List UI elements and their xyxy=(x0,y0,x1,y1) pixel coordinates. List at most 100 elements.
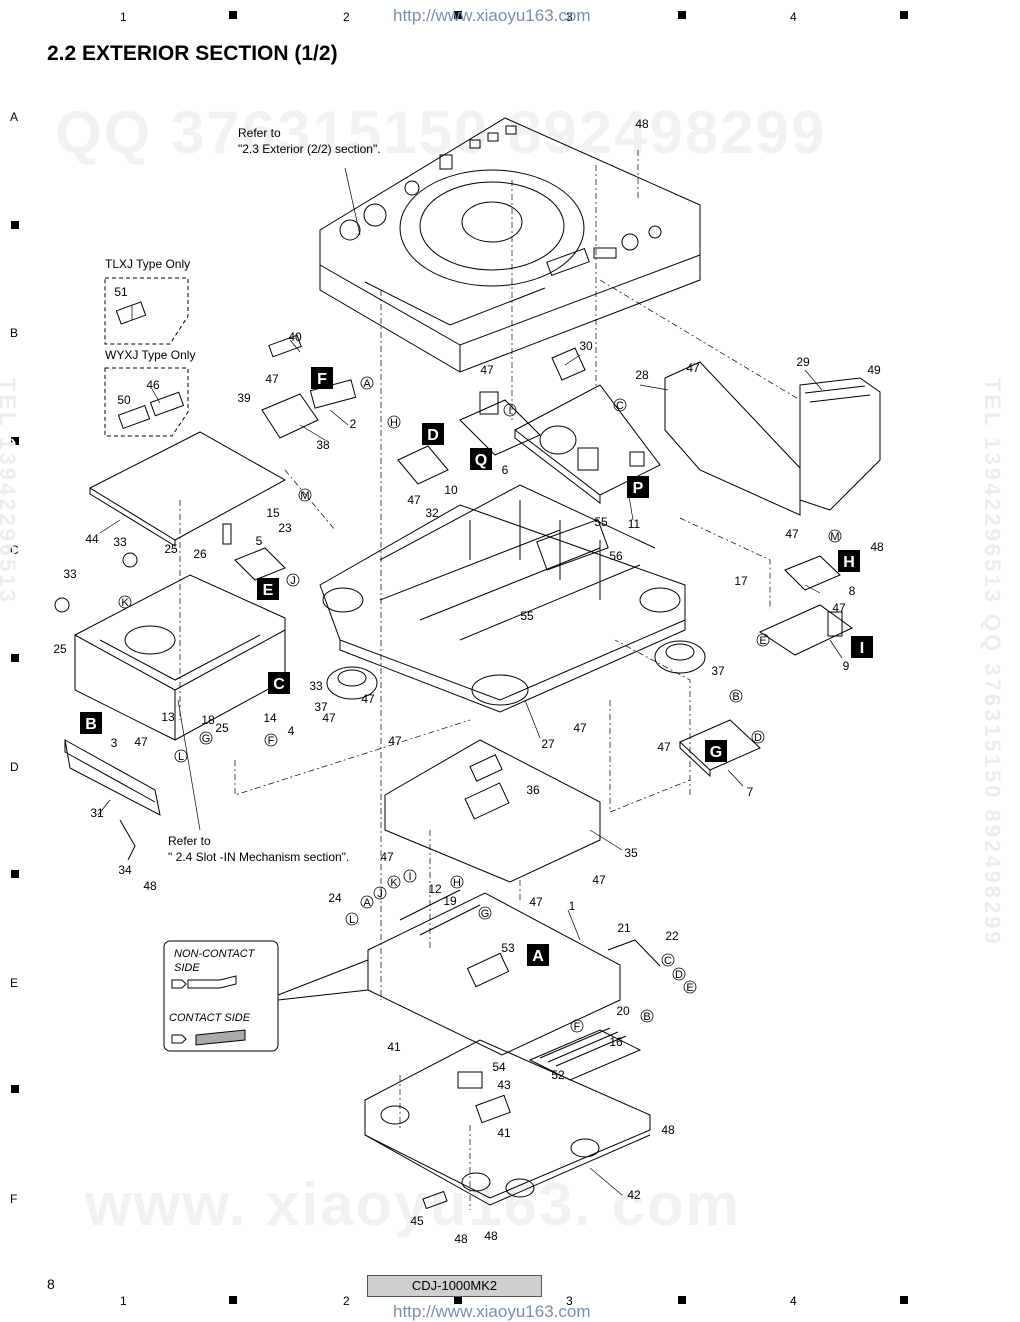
part-number: 11 xyxy=(628,517,641,531)
row-letter-d: D xyxy=(10,760,19,774)
part-number: 47 xyxy=(573,721,587,735)
connector-letter: F xyxy=(264,733,278,747)
part-number: 8 xyxy=(849,584,856,598)
part-number: 37 xyxy=(314,700,328,714)
ruler-mark xyxy=(678,1296,686,1304)
row-letter-a: A xyxy=(10,110,19,124)
board-label-c: C xyxy=(273,676,285,693)
part-number: 19 xyxy=(443,894,457,908)
watermark-site: www. xiaoyu163. com xyxy=(85,1171,742,1238)
part-number: 47 xyxy=(380,850,394,864)
column-number-2: 2 xyxy=(343,10,350,24)
part-number: 14 xyxy=(263,711,277,725)
svg-text:J: J xyxy=(377,888,383,900)
part-number: 32 xyxy=(425,506,439,520)
part-number: 37 xyxy=(711,664,725,678)
ruler-mark xyxy=(229,11,237,19)
part-number: 45 xyxy=(410,1214,424,1228)
row-letter-c: C xyxy=(10,543,19,557)
connector-letter: J xyxy=(373,886,387,900)
svg-text:G: G xyxy=(481,908,490,920)
svg-text:D: D xyxy=(675,969,683,981)
column-number-1: 1 xyxy=(120,10,127,24)
part-number: 26 xyxy=(193,547,207,561)
column-number-4-bottom: 4 xyxy=(790,1294,797,1308)
part-number: 51 xyxy=(114,285,128,299)
part-number: 39 xyxy=(237,391,251,405)
column-number-1-bottom: 1 xyxy=(120,1294,127,1308)
svg-text:C: C xyxy=(616,400,624,412)
part-number: 43 xyxy=(497,1078,511,1092)
part-number: 47 xyxy=(686,361,700,375)
board-label-h: H xyxy=(843,554,855,571)
ruler-mark xyxy=(11,437,19,445)
svg-text:L: L xyxy=(178,751,184,763)
connector-letter: B xyxy=(640,1009,654,1023)
part-number: 38 xyxy=(316,438,330,452)
svg-text:C: C xyxy=(664,955,672,967)
part-number: 1 xyxy=(569,899,576,913)
part-number: 42 xyxy=(627,1188,641,1202)
part-number: 23 xyxy=(278,521,292,535)
part-number: 21 xyxy=(617,921,631,935)
refer-note-slot-line2: " 2.4 Slot -IN Mechanism section". xyxy=(168,850,350,864)
ruler-mark xyxy=(11,870,19,878)
part-number: 25 xyxy=(215,721,229,735)
part-number: 44 xyxy=(85,532,99,546)
ruler-mark xyxy=(678,11,686,19)
part-number: 40 xyxy=(288,330,302,344)
part-number: 15 xyxy=(266,506,280,520)
board-label-b: B xyxy=(85,716,97,733)
row-letter-f: F xyxy=(10,1192,18,1206)
part-number: 49 xyxy=(867,363,881,377)
refer-note-slot-line1: Refer to xyxy=(168,834,211,848)
connector-letter: C xyxy=(613,398,627,412)
part-number: 25 xyxy=(53,642,67,656)
svg-text:B: B xyxy=(732,691,739,703)
board-label-a: A xyxy=(532,948,544,965)
part-number: 33 xyxy=(63,567,77,581)
part-number: 47 xyxy=(265,372,279,386)
site-url-top: http://www.xiaoyu163.com xyxy=(393,6,591,25)
board-label-d: D xyxy=(427,427,439,444)
svg-text:M: M xyxy=(830,531,839,543)
part-number: 47 xyxy=(407,493,421,507)
column-number-3: 3 xyxy=(566,10,573,24)
connector-letter: A xyxy=(360,895,374,909)
ruler-mark xyxy=(11,654,19,662)
connector-letter: J xyxy=(286,573,300,587)
svg-text:J: J xyxy=(290,575,296,587)
part-number: 6 xyxy=(502,463,509,477)
svg-text:E: E xyxy=(686,982,693,994)
board-label-q: Q xyxy=(475,452,487,469)
svg-text:I: I xyxy=(408,871,411,883)
part-number: 47 xyxy=(657,740,671,754)
connector-letter: L xyxy=(345,912,359,926)
part-number: 16 xyxy=(609,1035,623,1049)
ruler-mark xyxy=(11,1085,19,1093)
part-number: 47 xyxy=(832,601,846,615)
connector-letter: K xyxy=(118,595,132,609)
ruler-mark xyxy=(454,11,462,19)
part-number: 36 xyxy=(526,783,540,797)
part-number: 48 xyxy=(661,1123,675,1137)
connector-letter: F xyxy=(570,1019,584,1033)
ruler-mark xyxy=(900,1296,908,1304)
connector-letter: G xyxy=(199,731,213,745)
part-number: 7 xyxy=(747,785,754,799)
part-number: 12 xyxy=(428,882,442,896)
svg-text:K: K xyxy=(390,877,398,889)
svg-text:B: B xyxy=(643,1011,650,1023)
column-number-3-bottom: 3 xyxy=(566,1294,573,1308)
board-label-p: P xyxy=(633,480,644,497)
connector-letter: G xyxy=(478,906,492,920)
svg-text:G: G xyxy=(202,733,211,745)
connector-letter: M xyxy=(298,488,312,502)
connector-letter: I xyxy=(503,403,517,417)
part-number: 41 xyxy=(497,1126,511,1140)
non-contact-label-line1: NON-CONTACT xyxy=(174,948,256,960)
part-number: 35 xyxy=(624,846,638,860)
svg-text:I: I xyxy=(508,405,511,417)
tlxj-note: TLXJ Type Only xyxy=(105,257,191,271)
